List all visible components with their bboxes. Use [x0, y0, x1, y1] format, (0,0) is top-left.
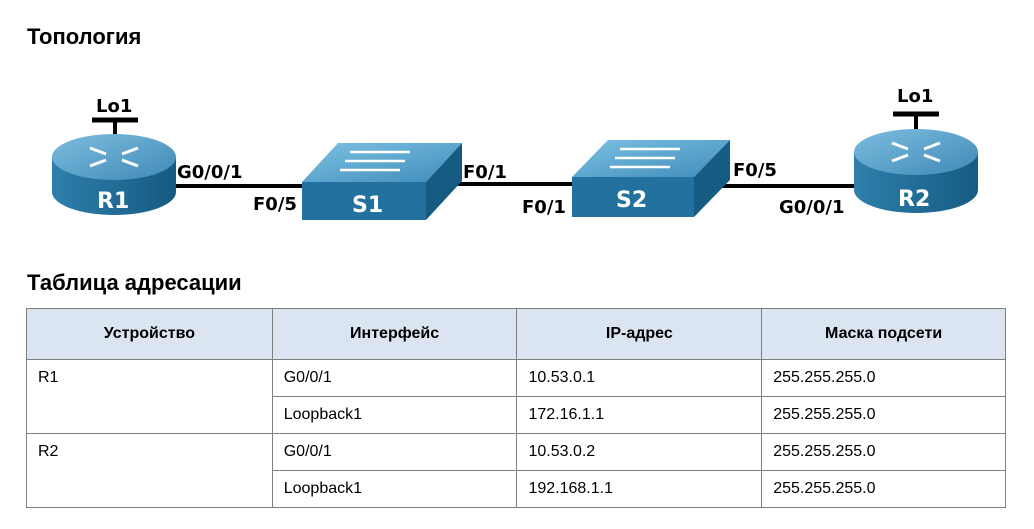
- mask-cell: 255.255.255.0: [761, 359, 1006, 397]
- ip-cell: 172.16.1.1: [516, 396, 763, 434]
- interface-cell: Loopback1: [271, 470, 518, 508]
- addressing-heading: Таблица адресации: [27, 270, 242, 295]
- column-header: IP-адрес: [516, 308, 763, 360]
- port-s1-f05: F0/5: [253, 194, 297, 215]
- mask-cell: 255.255.255.0: [761, 433, 1006, 471]
- topology-heading: Топология: [27, 24, 142, 49]
- r2-device-label: R2: [898, 187, 930, 212]
- table-row: R1 G0/0/1 10.53.0.1 255.255.255.0: [26, 359, 1006, 434]
- table-row: Loopback1 172.16.1.1 255.255.255.0: [27, 396, 1006, 434]
- port-s2-f05: F0/5: [733, 160, 777, 181]
- interface-cell: G0/0/1: [271, 359, 518, 397]
- topology-diagram: Lo1 R1 S1 S2 Lo1 R2 G0/0/1 F0/: [52, 86, 978, 220]
- mask-cell: 255.255.255.0: [761, 470, 1006, 508]
- ip-cell: 192.168.1.1: [516, 470, 763, 508]
- mask-cell: 255.255.255.0: [761, 396, 1006, 434]
- device-cell: R1: [26, 359, 273, 434]
- router-arrows-icon: [89, 146, 139, 168]
- router-arrows-icon: [891, 141, 941, 163]
- switch-arrows-icon: [340, 150, 410, 172]
- port-s2-f01: F0/1: [522, 197, 566, 218]
- table-row: Loopback1 192.168.1.1 255.255.255.0: [27, 470, 1006, 508]
- r1-loopback-label: Lo1: [96, 96, 132, 117]
- column-header: Устройство: [26, 308, 273, 360]
- switch-s2: [572, 140, 730, 217]
- interface-cell: Loopback1: [271, 396, 518, 434]
- device-cell: R2: [26, 433, 273, 508]
- router-r1: [52, 117, 176, 215]
- ip-cell: 10.53.0.2: [516, 433, 763, 471]
- ip-cell: 10.53.0.1: [516, 359, 763, 397]
- switch-s1: [302, 143, 462, 220]
- r2-loopback-label: Lo1: [897, 86, 933, 107]
- s2-device-label: S2: [616, 188, 647, 213]
- table-row: R2 G0/0/1 10.53.0.2 255.255.255.0: [26, 433, 1006, 508]
- port-s1-f01: F0/1: [463, 162, 507, 183]
- r1-device-label: R1: [97, 189, 129, 214]
- port-r2-g001: G0/0/1: [779, 197, 845, 218]
- table-header-row: Устройство Интерфейс IP-адрес Маска подс…: [26, 308, 1006, 360]
- interface-cell: G0/0/1: [271, 433, 518, 471]
- column-header: Маска подсети: [761, 308, 1006, 360]
- s1-device-label: S1: [352, 193, 383, 218]
- addressing-table: Устройство Интерфейс IP-адрес Маска подс…: [26, 308, 1006, 508]
- column-header: Интерфейс: [271, 308, 518, 360]
- port-r1-g001: G0/0/1: [177, 162, 243, 183]
- switch-arrows-icon: [610, 147, 680, 169]
- router-r2: [854, 111, 978, 213]
